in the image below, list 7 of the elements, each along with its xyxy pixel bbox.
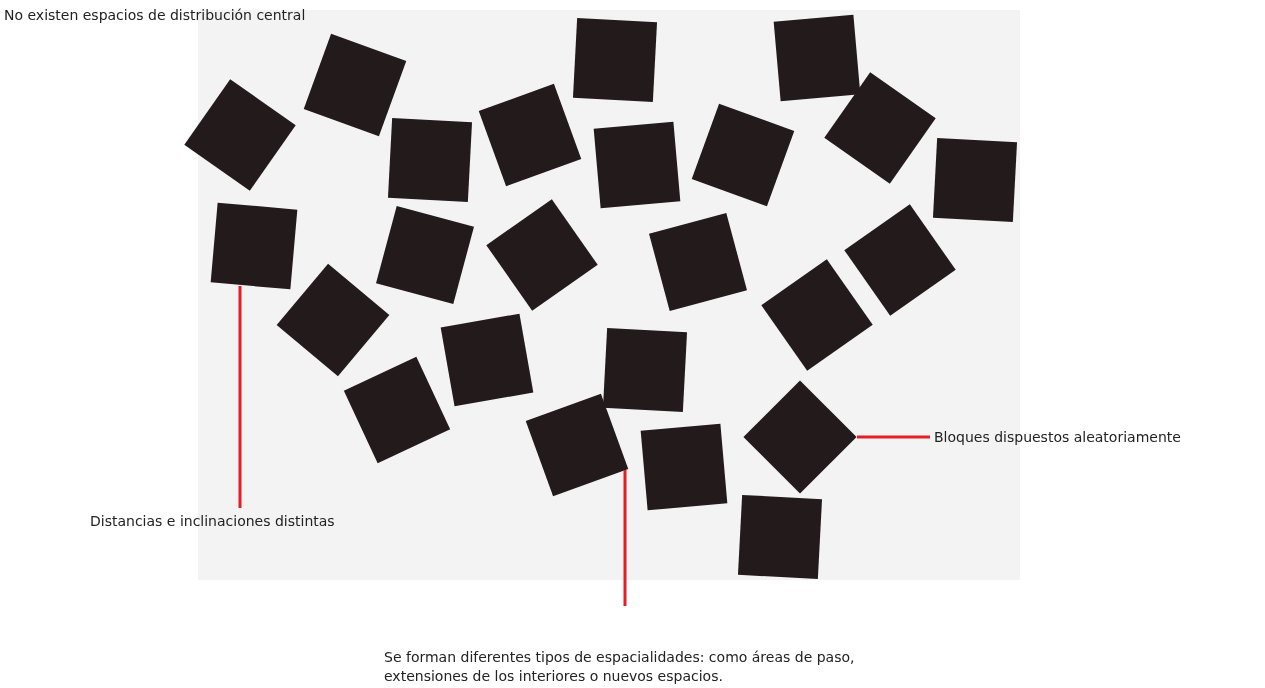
leader-line: [857, 435, 930, 439]
leader-line: [238, 286, 242, 508]
leader-line: [623, 470, 627, 606]
callout-text: Distancias e inclinaciones distintas: [90, 512, 335, 531]
note-text: No existen espacios de distribución central: [4, 6, 306, 25]
callout-text: Bloques dispuestos aleatoriamente: [934, 428, 1181, 447]
callout-text: Se forman diferentes tipos de espacialidades: como áreas de paso, extensiones de los interiores o nuevos espacios.: [384, 648, 904, 686]
